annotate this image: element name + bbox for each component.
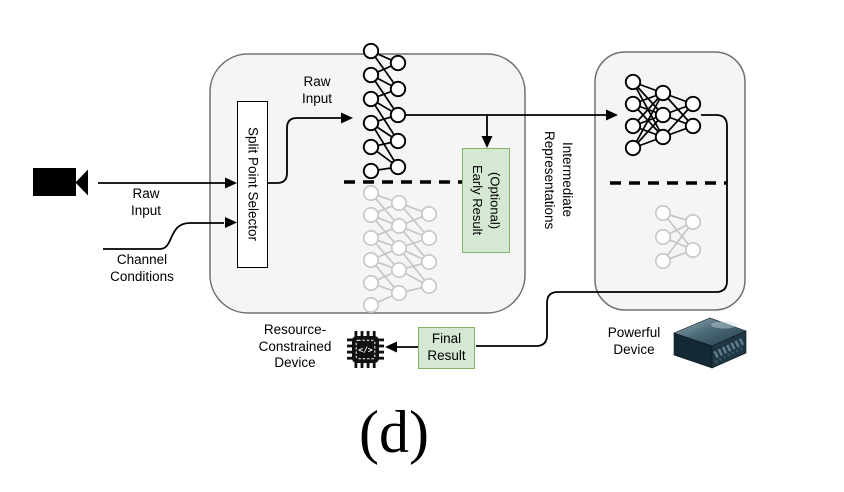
early-result-label: (Optional) Early Result — [470, 165, 503, 236]
powerful-device-label: Powerful Device — [607, 325, 661, 357]
intermediate-representations-arrowhead — [606, 109, 618, 121]
cloud-to-final-result-line — [476, 114, 728, 347]
edge-device-inactive-network — [362, 185, 437, 313]
chip-code-glyph: </> — [358, 346, 373, 355]
channel-conditions-arrow-line — [103, 222, 224, 250]
powerful-device-container — [594, 51, 746, 311]
camera-icon — [33, 168, 88, 196]
raw-input-arrowhead — [225, 177, 237, 189]
edge-device-active-network — [362, 42, 407, 180]
final-result-arrowhead — [385, 341, 397, 353]
channel-conditions-label: Channel Conditions — [110, 252, 174, 284]
channel-conditions-arrowhead — [225, 217, 237, 228]
figure-caption: (d) — [359, 399, 429, 465]
split-point-selector-box: Split Point Selector — [237, 101, 268, 268]
intermediate-representations-label-box: Intermediate Representations — [538, 118, 578, 242]
raw-input-inner-label: Raw Input — [301, 74, 333, 106]
chip-icon: </> — [347, 331, 384, 368]
final-result-box: Final Result — [418, 327, 475, 369]
powerful-device-inactive-network — [654, 205, 701, 270]
final-result-label: Final Result — [427, 331, 466, 363]
powerful-device-active-network — [624, 73, 702, 157]
early-result-box: (Optional) Early Result — [462, 148, 510, 253]
resource-constrained-device-label: Resource- Constrained Device — [258, 322, 332, 371]
neural-networks-layer — [362, 42, 702, 313]
server-icon — [673, 317, 747, 369]
raw-input-outer-label: Raw Input — [130, 186, 162, 218]
early-result-arrowhead — [481, 136, 493, 148]
split-to-network-arrowhead — [341, 112, 353, 124]
intermediate-representations-label: Intermediate Representations — [542, 130, 576, 230]
split-to-network-line — [266, 117, 342, 184]
split-point-selector-label: Split Point Selector — [245, 127, 261, 242]
